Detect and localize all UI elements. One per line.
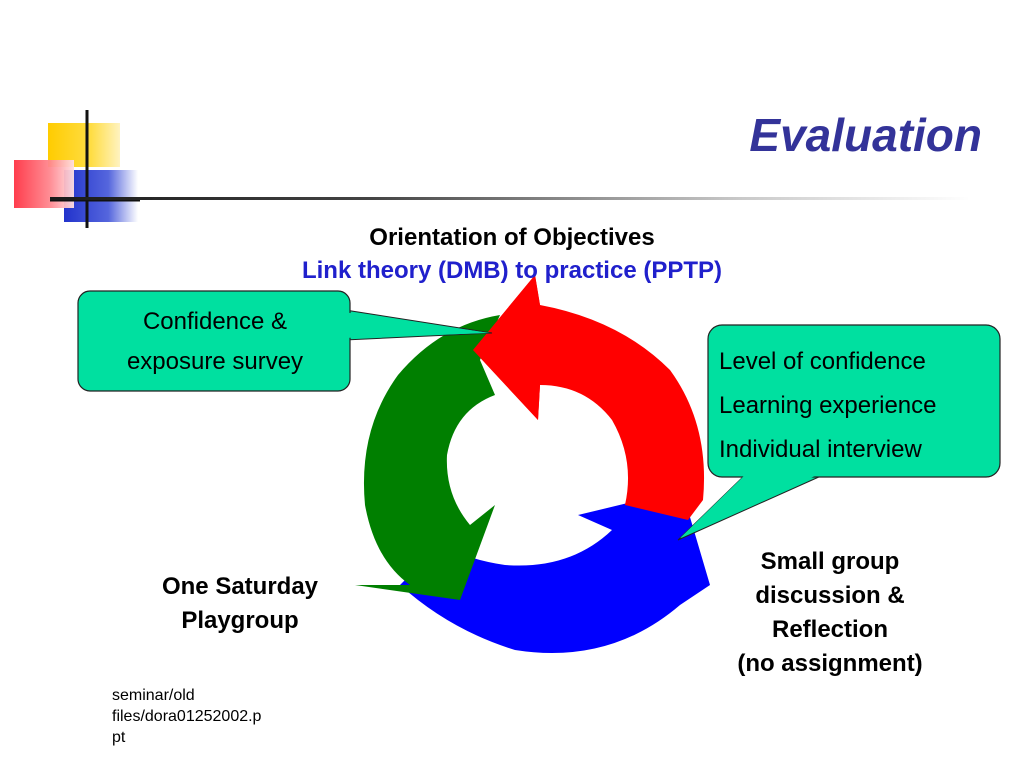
callout-left-shape xyxy=(77,290,493,392)
footer-line: seminar/old xyxy=(112,687,195,704)
footer-source: seminar/old files/dora01252002.p pt xyxy=(112,685,312,748)
callout-left-line: Confidence & xyxy=(142,308,288,335)
blue-arrow xyxy=(400,490,710,653)
callout-left-line: exposure survey xyxy=(126,348,304,375)
callout-right-line: Individual interview xyxy=(719,436,922,463)
green-arrow xyxy=(355,315,500,600)
slide-title: Evaluation xyxy=(749,109,982,161)
callout-right: Level of confidence Learning experience … xyxy=(719,340,999,472)
callout-right-line: Level of confidence xyxy=(719,348,926,375)
label-line: Playgroup xyxy=(181,607,299,634)
label-line: One Saturday xyxy=(161,573,319,600)
label-line: (no assignment) xyxy=(737,650,923,677)
label-small-group: Small group discussion & Reflection (no … xyxy=(705,545,955,681)
label-line: discussion & xyxy=(755,582,905,609)
callout-left: Confidence & exposure survey xyxy=(80,302,350,382)
cycle-diagram xyxy=(355,275,710,653)
callout-right-line: Learning experience xyxy=(719,392,937,419)
footer-line: pt xyxy=(112,729,126,746)
footer-line: files/dora01252002.p xyxy=(112,708,262,725)
label-saturday-playgroup: One Saturday Playgroup xyxy=(130,570,350,638)
label-line: Reflection xyxy=(771,616,888,643)
diagram-heading: Orientation of Objectives xyxy=(369,224,655,251)
diagram-subheading: Link theory (DMB) to practice (PPTP) xyxy=(301,257,723,284)
callout-right-shape xyxy=(677,324,1001,541)
label-line: Small group xyxy=(760,548,900,575)
decor-squares xyxy=(14,110,140,228)
title-rule xyxy=(50,197,970,200)
red-arrowhead xyxy=(473,275,540,420)
